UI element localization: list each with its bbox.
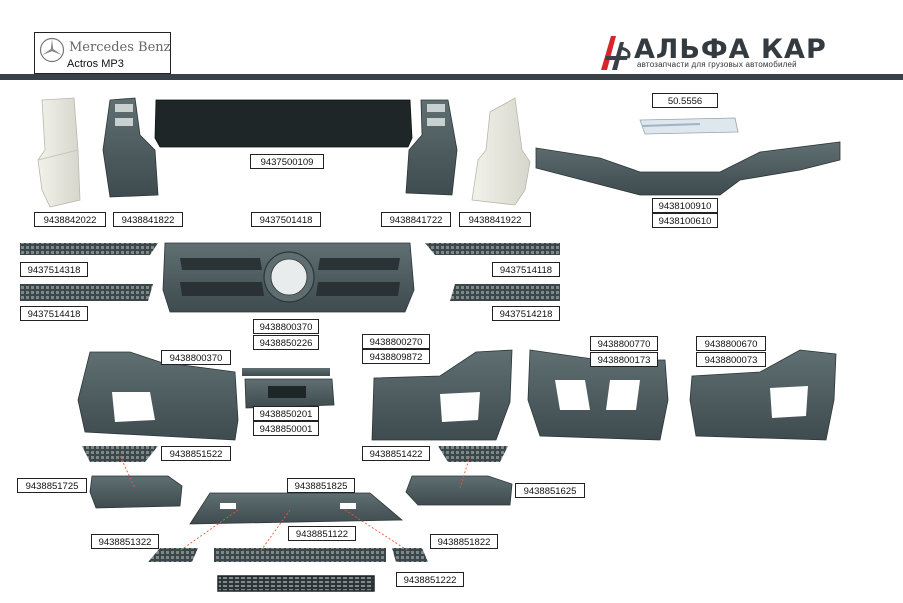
bumper-corner-far-right [689, 349, 837, 441]
corner-cover-left [37, 97, 81, 208]
air-deflector-center [214, 548, 386, 562]
part-number-label: 9438800370 [253, 319, 319, 334]
part-number-label: 9438850226 [253, 335, 319, 350]
part-number-label: 9438851625 [515, 483, 585, 498]
part-number-label: 50.5556 [652, 93, 718, 108]
step-bracket-right [405, 99, 458, 196]
bumper-corner-wide [527, 349, 669, 441]
roof-lamp [639, 117, 739, 135]
part-number-label: 9437514118 [492, 262, 560, 277]
grille-strip-lower-right [450, 284, 560, 301]
part-number-label: 9438100610 [652, 213, 718, 228]
step-panel-left [89, 475, 183, 509]
part-number-label: 9438850001 [253, 421, 319, 436]
part-number-label: 9437514418 [20, 306, 88, 321]
part-number-label: 9438851825 [287, 478, 355, 493]
bumper-corner-left [77, 351, 239, 441]
air-deflector-left [148, 548, 198, 562]
corner-cover-right [471, 97, 531, 206]
step-bracket-left [102, 97, 159, 198]
part-number-label: 9438800073 [696, 352, 766, 367]
lower-grille-frame [217, 575, 375, 592]
logo-tagline: автозапчасти для грузовых автомобилей [637, 60, 797, 69]
bumper-upper-panel [535, 141, 841, 196]
part-number-label: 9438800173 [590, 352, 658, 367]
part-number-label: 9438851422 [362, 446, 430, 461]
part-number-label: 9437500109 [250, 154, 324, 169]
grille-strip-upper-right [425, 243, 560, 255]
part-number-label: 9438851122 [288, 526, 356, 541]
part-number-label: 9438800670 [696, 336, 766, 351]
bumper-trim-small [242, 368, 330, 376]
bumper-corner-center-right [371, 349, 513, 441]
part-number-label: 9438100910 [652, 198, 718, 213]
leader-lines [119, 455, 471, 553]
part-number-label: 9438841722 [381, 212, 451, 227]
mercedes-star-icon [39, 37, 65, 63]
part-number-label: 9437514218 [492, 306, 560, 321]
part-number-label: 9438851822 [430, 534, 498, 549]
radiator-grille [162, 242, 415, 313]
part-number-label: 9438841922 [459, 212, 531, 227]
model-box: Mercedes Benz Actros MP3 [34, 32, 171, 74]
header-band [0, 74, 903, 80]
part-number-label: 9438842022 [34, 212, 106, 227]
part-number-label: 9437514318 [20, 262, 88, 277]
part-number-label: 9437501418 [251, 212, 321, 227]
part-number-label: 9438851522 [161, 446, 231, 461]
fog-grille-left [82, 446, 158, 462]
sun-visor-panel [154, 99, 413, 148]
part-number-label: 9438851725 [17, 478, 87, 493]
part-number-label: 9438850201 [253, 406, 319, 421]
fog-grille-right [438, 446, 508, 462]
air-deflector-right [392, 548, 428, 562]
part-number-label: 9438841822 [113, 212, 183, 227]
part-number-label: 9438800270 [362, 334, 430, 349]
brand-name: Mercedes Benz [69, 40, 171, 55]
grille-strip-lower-left [20, 284, 153, 301]
plate-bracket [244, 378, 335, 409]
part-number-label: 9438851222 [396, 572, 464, 587]
step-panel-right [405, 475, 513, 506]
part-number-label: 9438851322 [91, 534, 159, 549]
logo-name: АЛЬФА КАР [634, 34, 827, 65]
af-monogram-icon [601, 36, 631, 70]
part-number-label: 9438800370 [161, 350, 231, 365]
center-spoiler [189, 492, 404, 525]
part-number-label: 9438809872 [362, 349, 430, 364]
part-number-label: 9438800770 [590, 336, 658, 351]
company-logo: АЛЬФА КАР автозапчасти для грузовых авто… [598, 34, 848, 74]
model-name: Actros MP3 [67, 58, 124, 70]
grille-strip-upper-left [20, 243, 158, 255]
